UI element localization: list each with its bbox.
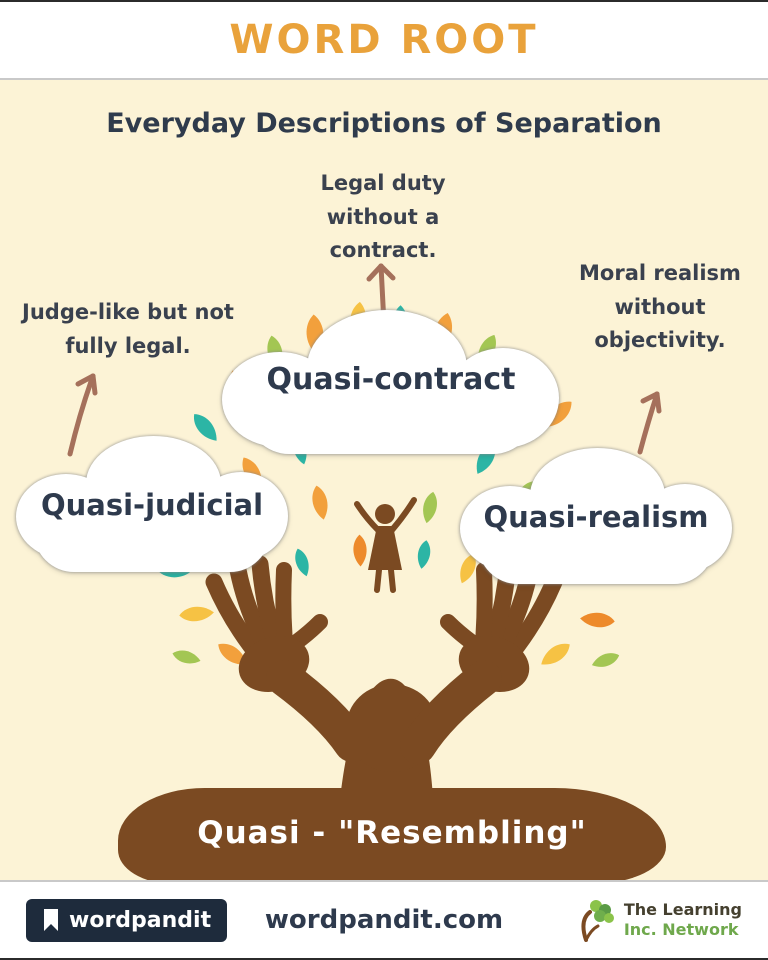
network-line1: The Learning: [623, 900, 742, 919]
root-mound: Quasi - "Resembling": [118, 788, 666, 884]
tree-logo-icon: [581, 900, 614, 942]
page-title: WORD ROOT: [229, 17, 539, 63]
learning-network-logo: The Learning Inc. Network: [578, 898, 742, 942]
cloud-quasi-realism: Quasi-realism: [460, 448, 732, 590]
annotation-quasi-realism: Moral realism without objectivity.: [579, 261, 741, 353]
learning-network-text: The Learning Inc. Network: [624, 900, 742, 940]
root-meaning-label: Quasi - "Resembling": [197, 815, 587, 851]
website-url: wordpandit.com: [264, 905, 504, 935]
network-line2: Inc. Network: [623, 920, 739, 939]
right-hand: [400, 555, 563, 764]
cloud-label-quasi-contract: Quasi-contract: [266, 362, 516, 397]
wordpandit-logo-text: wordpandit: [69, 907, 212, 933]
wordpandit-logo-icon: [44, 909, 58, 931]
annotation-quasi-judicial: Judge-like but not fully legal.: [22, 300, 234, 358]
footer-bar: wordpandit wordpandit.com The Learning I…: [0, 880, 768, 958]
subtitle: Everyday Descriptions of Separation: [106, 108, 662, 139]
cloud-label-quasi-realism: Quasi-realism: [483, 500, 709, 534]
cloud-quasi-judicial: Quasi-judicial: [16, 436, 288, 578]
header-bar: WORD ROOT: [0, 2, 768, 80]
wordpandit-logo: wordpandit: [26, 898, 228, 942]
annotation-quasi-contract: Legal duty without a contract.: [320, 171, 446, 263]
arrow-right: [637, 391, 662, 455]
cloud-label-quasi-judicial: Quasi-judicial: [40, 488, 264, 522]
child-silhouette: [354, 497, 417, 593]
left-hand: [205, 555, 370, 762]
